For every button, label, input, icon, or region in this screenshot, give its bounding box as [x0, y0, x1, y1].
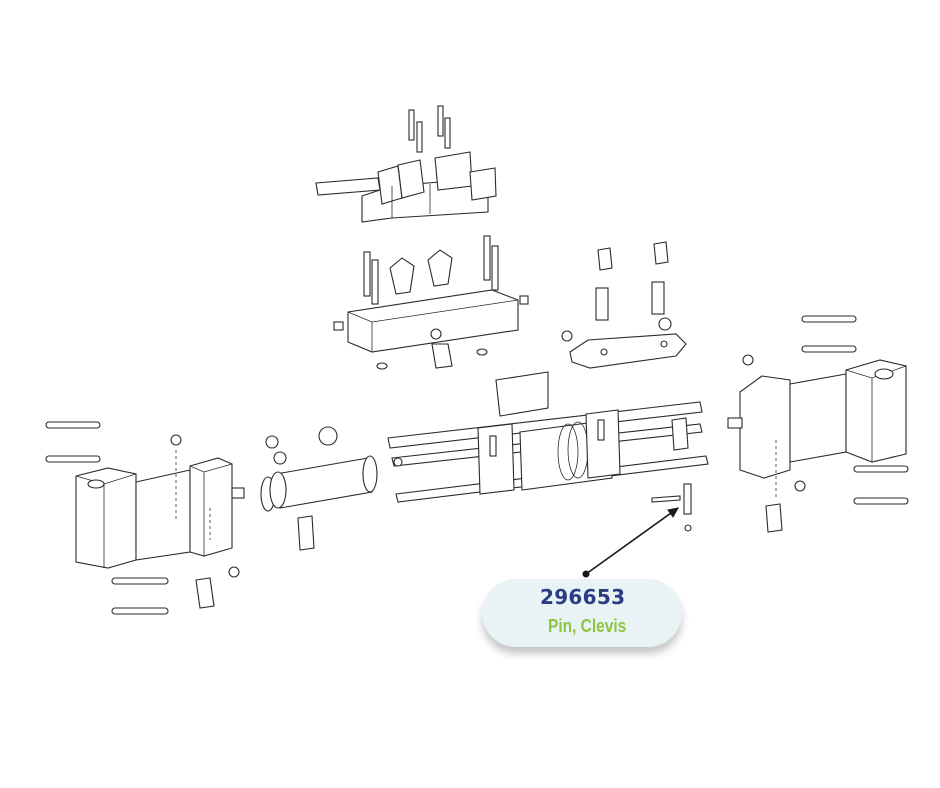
manifold-block	[333, 235, 529, 370]
part-name: Pin, Clevis	[548, 616, 627, 636]
right-end-cap	[727, 315, 909, 533]
part-number: 296653	[540, 585, 626, 609]
left-end-cap	[45, 421, 245, 615]
flow-control-bracket	[561, 241, 687, 369]
clevis-pin-parts	[651, 483, 692, 532]
part-callout: 296653 Pin, Clevis	[482, 579, 682, 647]
callout-leader	[582, 507, 679, 578]
solenoid-valve	[315, 105, 497, 223]
port-tube	[260, 426, 378, 551]
central-cylinder	[387, 371, 709, 503]
